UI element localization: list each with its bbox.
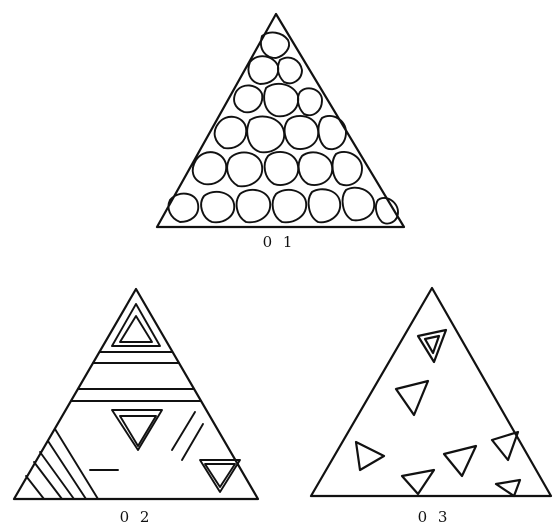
- cell-pattern: [168, 33, 398, 224]
- panel-1-label: 0 1: [263, 233, 296, 251]
- stripe-pattern: [26, 304, 240, 499]
- panel-3-label: 0 3: [418, 508, 451, 526]
- triangle-outline: [157, 14, 404, 227]
- triangle-outline: [311, 288, 551, 496]
- panel-1: 0 1: [157, 14, 404, 251]
- panel-3: 0 3: [311, 288, 551, 526]
- panel-2-label: 0 2: [120, 508, 153, 526]
- panel-2: 0 2: [14, 289, 258, 526]
- small-triangles: [356, 330, 520, 496]
